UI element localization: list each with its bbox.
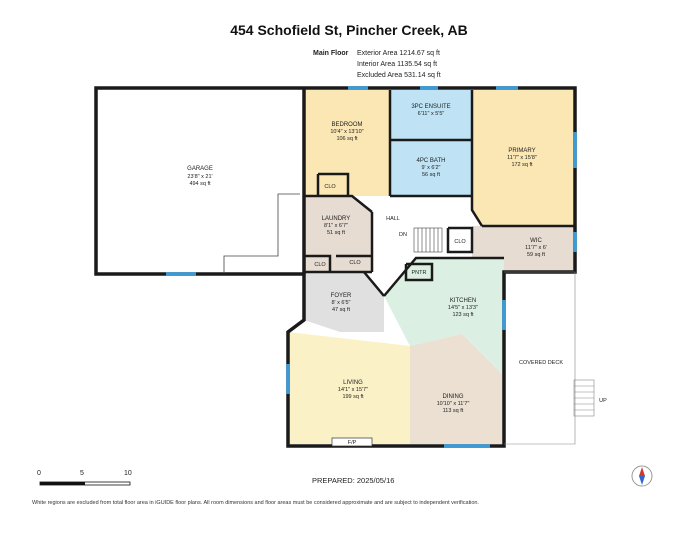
garage-fill bbox=[96, 88, 304, 274]
pntr-label: PNTR bbox=[412, 270, 427, 276]
clo-hall-label: CLO bbox=[454, 239, 466, 245]
ensuite-fill bbox=[390, 90, 472, 140]
bath-dims: 9' x 6'2" bbox=[421, 165, 440, 171]
bath-fill bbox=[390, 140, 472, 196]
excluded-area: Excluded Area 531.14 sq ft bbox=[357, 72, 441, 79]
kitchen-name: KITCHEN bbox=[450, 298, 476, 304]
primary-left-wall bbox=[470, 90, 484, 227]
dining-dims: 10'10" x 11'7" bbox=[437, 401, 470, 407]
garage-steps bbox=[223, 193, 300, 274]
laundry-name: LAUNDRY bbox=[322, 216, 351, 222]
laundry-dims: 8'1" x 6'7" bbox=[324, 223, 348, 229]
disclaimer: White regions are excluded from total fl… bbox=[32, 500, 479, 506]
hall-label: HALL bbox=[386, 216, 400, 222]
interior-area: Interior Area 1135.54 sq ft bbox=[357, 61, 438, 68]
living-area: 199 sq ft bbox=[342, 394, 364, 400]
laundry-fill bbox=[304, 196, 372, 272]
living-fill bbox=[288, 332, 410, 444]
scale-10: 10 bbox=[124, 470, 132, 477]
primary-name: PRIMARY bbox=[508, 148, 535, 154]
scale-0: 0 bbox=[37, 470, 41, 477]
kitchen-wall bbox=[383, 256, 504, 297]
stairs bbox=[413, 227, 443, 253]
clo-laundry2-label: CLO bbox=[349, 260, 361, 266]
dining-fill bbox=[410, 334, 504, 444]
windows bbox=[166, 86, 577, 448]
wic-name: WIC bbox=[530, 238, 542, 244]
clo-hall bbox=[446, 226, 474, 254]
up-label: UP bbox=[599, 398, 607, 404]
bedroom-area: 106 sq ft bbox=[336, 136, 358, 142]
ensuite-dims: 6'11" x 5'5" bbox=[418, 111, 445, 117]
primary-area: 172 sq ft bbox=[511, 162, 533, 168]
fireplace bbox=[331, 437, 373, 447]
clo-top bbox=[318, 172, 350, 196]
wic-dims: 11'7" x 6' bbox=[525, 245, 547, 251]
bedroom-name: BEDROOM bbox=[331, 122, 362, 128]
wic-area: 59 sq ft bbox=[527, 252, 546, 258]
covered-deck bbox=[504, 271, 595, 445]
laundry-area: 51 sq ft bbox=[327, 230, 346, 236]
bedroom-wall bbox=[304, 194, 373, 213]
prepared-date: PREPARED: 2025/05/16 bbox=[312, 476, 395, 485]
garage-dims: 23'8" x 21' bbox=[187, 174, 212, 180]
foyer-fill bbox=[304, 272, 384, 332]
fp-label: F/P bbox=[348, 440, 357, 446]
exterior-area: Exterior Area 1214.67 sq ft bbox=[357, 50, 440, 57]
compass-icon bbox=[631, 465, 653, 487]
clo-laundry-label: CLO bbox=[314, 262, 326, 268]
ensuite-name: 3PC ENSUITE bbox=[411, 104, 450, 110]
foyer-name: FOYER bbox=[331, 293, 352, 299]
living-dims: 14'1" x 15'7" bbox=[338, 387, 368, 393]
covered-deck-label: COVERED DECK bbox=[519, 360, 563, 366]
scale-bar bbox=[39, 481, 131, 486]
dining-name: DINING bbox=[443, 394, 464, 400]
dining-area: 113 sq ft bbox=[443, 408, 464, 414]
floor-name: Main Floor bbox=[313, 50, 349, 57]
closet-walls bbox=[304, 254, 332, 272]
pntr bbox=[404, 262, 434, 282]
clo-bedroom-label: CLO bbox=[324, 184, 336, 190]
primary-fill bbox=[472, 90, 575, 226]
garage-name: GARAGE bbox=[187, 166, 213, 172]
kitchen-dims: 14'5" x 13'3" bbox=[448, 305, 478, 311]
garage-area: 494 sq ft bbox=[189, 181, 211, 187]
page-title: 454 Schofield St, Pincher Creek, AB bbox=[230, 22, 468, 38]
bedroom-dims: 10'4" x 13'10" bbox=[330, 129, 363, 135]
scale-5: 5 bbox=[80, 470, 84, 477]
bath-area: 56 sq ft bbox=[422, 172, 441, 178]
bath-name: 4PC BATH bbox=[417, 158, 446, 164]
living-name: LIVING bbox=[343, 380, 363, 386]
foyer-dims: 8' x 6'5" bbox=[331, 300, 350, 306]
kitchen-area: 123 sq ft bbox=[452, 312, 474, 318]
kitchen-fill bbox=[384, 258, 504, 376]
foyer-wall bbox=[363, 271, 385, 297]
foyer-area: 47 sq ft bbox=[332, 307, 351, 313]
dn-label: DN bbox=[399, 232, 407, 238]
primary-dims: 11'7" x 15'8" bbox=[507, 155, 537, 161]
